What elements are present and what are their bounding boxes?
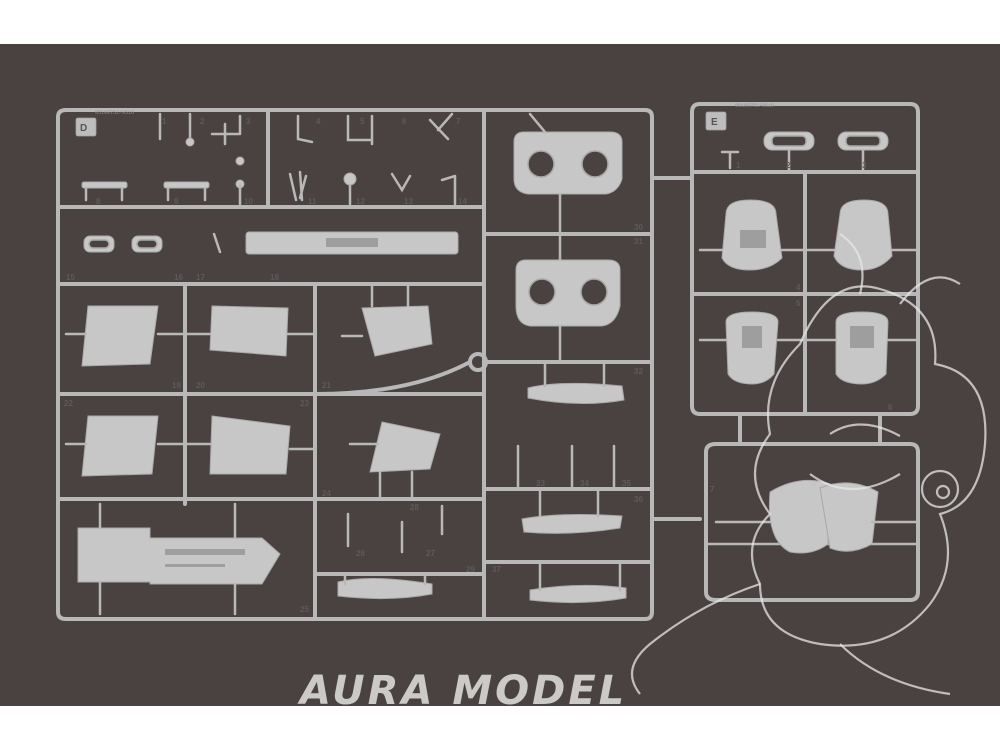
sprue-photo-svg: D 05108752/0516 1 2 3 4 5 6 7 8 9 10 11 … <box>56 102 987 706</box>
part-label: 27 <box>426 549 435 558</box>
sprue-d-letter: D <box>80 123 87 134</box>
part-label: 37 <box>492 565 501 574</box>
part-label: 6 <box>888 403 893 412</box>
sprue-d-small-parts <box>81 112 459 255</box>
sprue-d-right-column <box>337 112 627 604</box>
part-label: 12 <box>356 197 365 206</box>
watermark-text: AURA MODEL <box>297 668 627 706</box>
part-label: 5 <box>360 117 365 126</box>
part-label: 17 <box>196 273 205 282</box>
part-label: 11 <box>308 197 317 206</box>
sprue-d-panels <box>64 282 441 616</box>
part-label: 25 <box>300 605 309 614</box>
part-label: 10 <box>244 197 253 206</box>
part-label: 1 <box>162 117 167 126</box>
part-label: 2 <box>200 117 205 126</box>
part-number-tags: D 05108752/0516 1 2 3 4 5 6 7 8 9 10 11 … <box>64 103 893 614</box>
sprue-e-parts <box>698 131 920 554</box>
part-label: 3 <box>862 161 867 170</box>
part-label: 28 <box>410 503 419 512</box>
part-label: 33 <box>536 479 545 488</box>
sprue-d-frame <box>56 108 702 621</box>
part-label: 16 <box>174 273 183 282</box>
part-label: 19 <box>172 381 181 390</box>
part-label: 7 <box>710 485 715 494</box>
part-label: 15 <box>66 273 75 282</box>
part-label: 24 <box>322 489 331 498</box>
part-label: 23 <box>300 399 309 408</box>
part-label: 2 <box>786 161 791 170</box>
part-label: 34 <box>580 479 589 488</box>
part-label: 35 <box>622 479 631 488</box>
part-label: 14 <box>458 197 467 206</box>
part-label: 21 <box>322 381 331 390</box>
model-kit-photo: D 05108752/0516 1 2 3 4 5 6 7 8 9 10 11 … <box>0 44 1000 706</box>
sprue-d-code: 05108752/0516 <box>95 110 134 116</box>
part-label: 26 <box>356 549 365 558</box>
part-label: 7 <box>456 117 461 126</box>
part-label: 36 <box>634 495 643 504</box>
part-label: 32 <box>634 367 643 376</box>
sprue-e-code: 05108752/0516 <box>735 103 774 109</box>
part-label: 20 <box>196 381 205 390</box>
part-label: 6 <box>402 117 407 126</box>
part-label: 22 <box>64 399 73 408</box>
part-label: 4 <box>316 117 321 126</box>
sprue-e-letter: E <box>711 117 718 128</box>
part-label: 4 <box>796 283 801 292</box>
watermark-cartoon-logo <box>630 233 987 696</box>
part-label: 1 <box>736 161 741 170</box>
part-label: 13 <box>404 197 413 206</box>
part-label: 18 <box>270 273 279 282</box>
part-label: 8 <box>96 197 101 206</box>
part-label: 30 <box>634 223 643 232</box>
part-label: 3 <box>246 117 251 126</box>
part-label: 9 <box>174 197 179 206</box>
part-label: 31 <box>634 237 643 246</box>
part-label: 5 <box>796 299 801 308</box>
part-label: 29 <box>466 565 475 574</box>
